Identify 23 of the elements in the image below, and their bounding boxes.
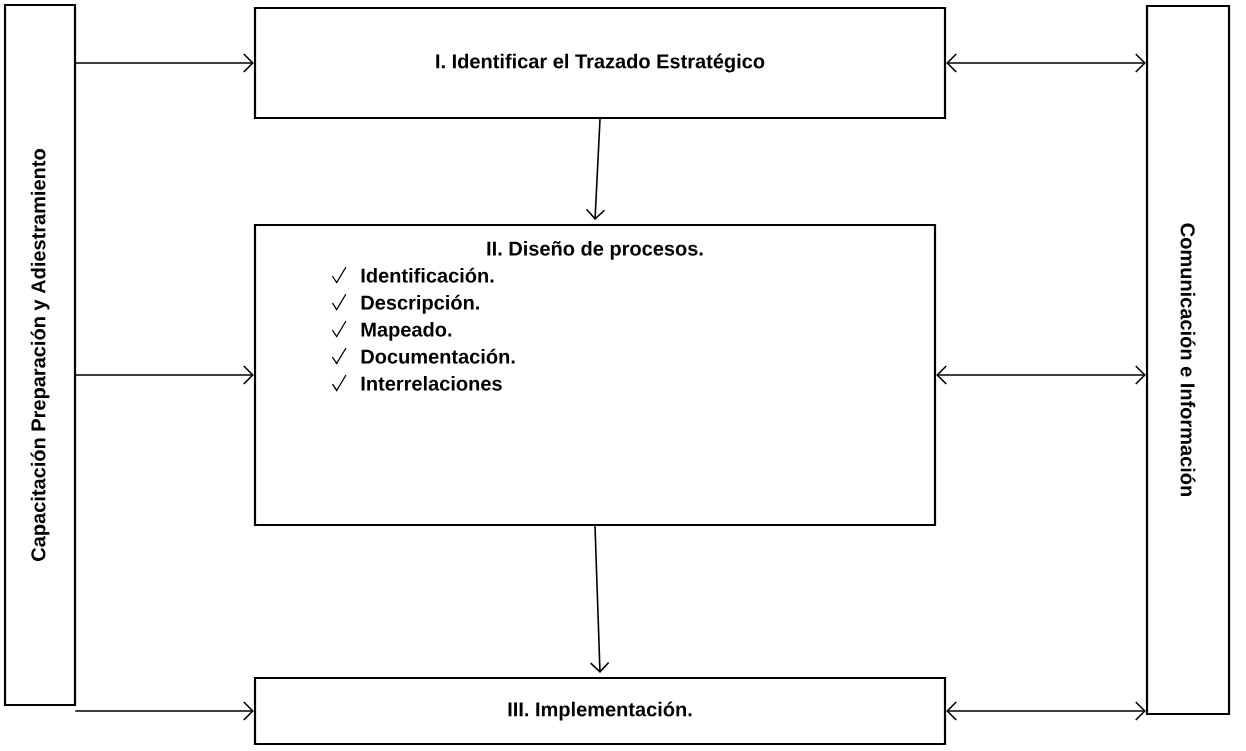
- box-title: II. Diseño de procesos.: [487, 241, 703, 260]
- arrow: [585, 118, 606, 220]
- process-box: [253, 676, 947, 746]
- box-title: I. Identificar el Trazado Estratégico: [436, 53, 765, 73]
- process-box: [253, 223, 937, 527]
- band-label: Capacitación Preparación y Adiestramiento: [30, 149, 50, 561]
- arrow: [75, 365, 254, 385]
- arrow: [946, 53, 1146, 73]
- list-item: Mapeado.: [361, 322, 452, 341]
- arrow: [75, 701, 254, 721]
- side-band: [3, 3, 77, 707]
- side-band: [1145, 4, 1231, 716]
- arrow: [589, 525, 610, 673]
- process-box: [253, 6, 947, 120]
- band-label: Comunicación e Información: [1180, 223, 1196, 496]
- list-item: Descripción.: [361, 294, 479, 314]
- arrow: [936, 365, 1146, 385]
- arrow: [946, 701, 1146, 721]
- box-title: III. Implementación.: [508, 701, 692, 721]
- list-item: Interrelaciones: [361, 376, 502, 391]
- list-item: Identificación.: [361, 267, 494, 283]
- list-item: Documentación.: [361, 348, 515, 364]
- arrow: [75, 53, 254, 73]
